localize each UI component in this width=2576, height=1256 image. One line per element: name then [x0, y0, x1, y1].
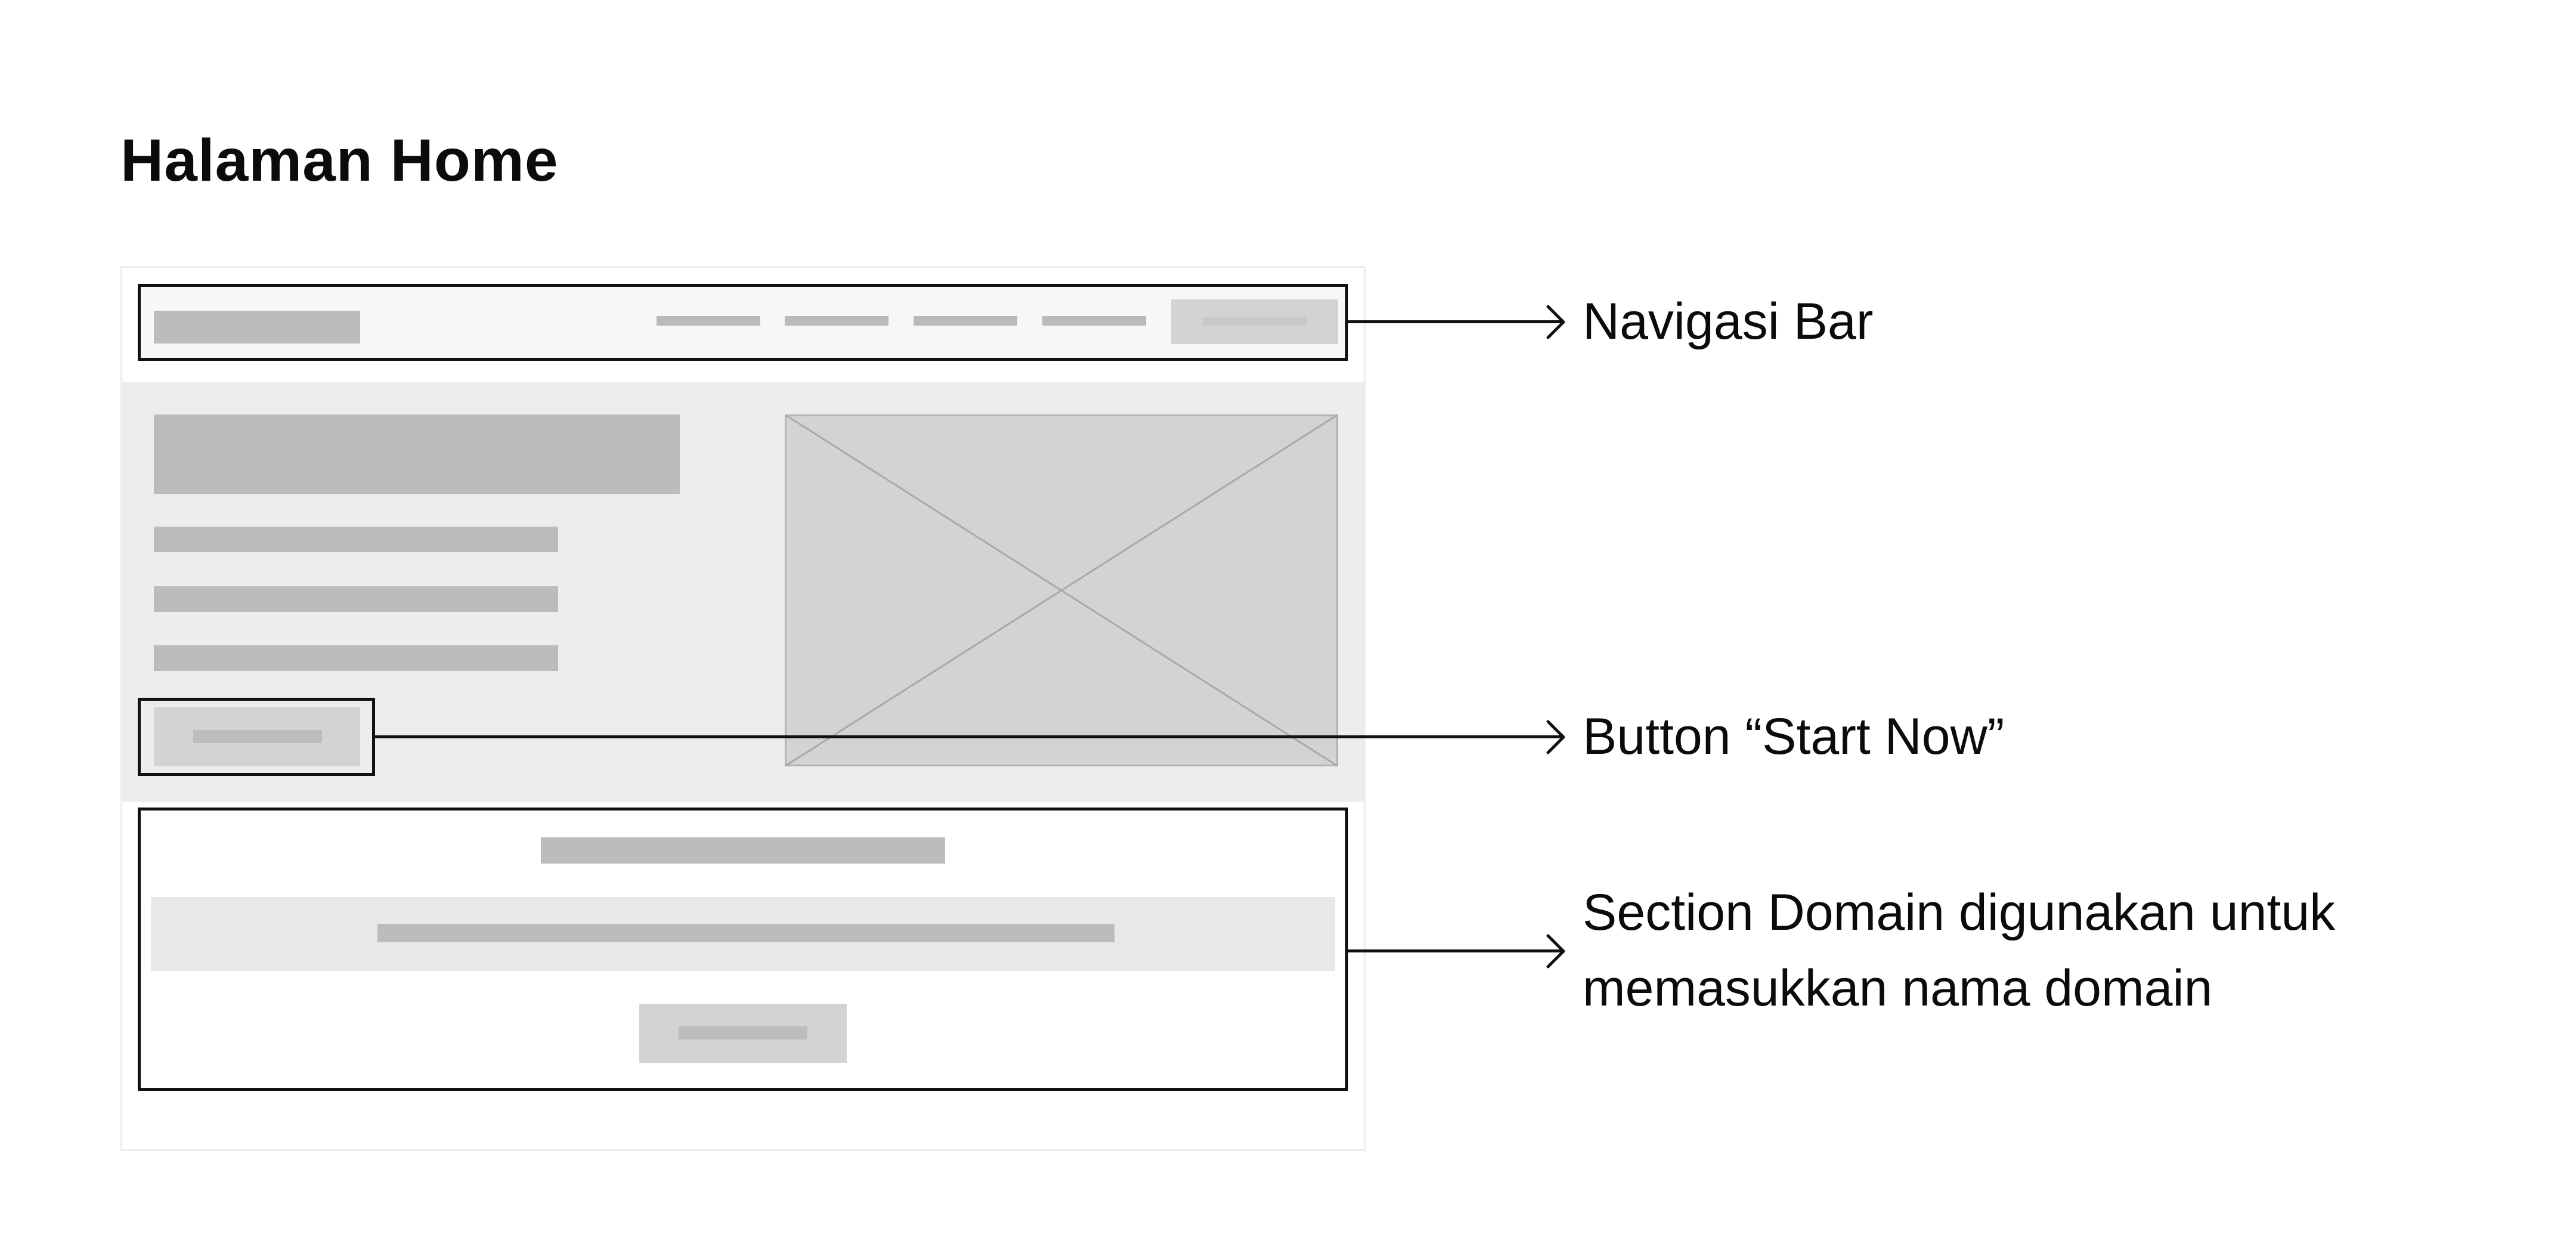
- domain-button-label-placeholder: [679, 1026, 807, 1040]
- cross-image-icon: [785, 414, 1338, 766]
- button-callout-line: [374, 735, 1562, 738]
- hero-heading-placeholder: [154, 414, 680, 494]
- arrow-right-icon: [1546, 934, 1565, 969]
- navbar-logo-placeholder: [154, 311, 360, 344]
- navbar-button-label-placeholder: [1203, 317, 1306, 326]
- domain-heading-placeholder: [541, 837, 945, 864]
- hero-text-line-placeholder: [154, 527, 558, 552]
- arrow-right-icon: [1546, 305, 1565, 339]
- navbar-menu-item-placeholder: [785, 316, 888, 326]
- navbar-highlight-box: [138, 284, 1348, 361]
- page-title: Halaman Home: [120, 127, 559, 194]
- domain-callout-label-line1: Section Domain digunakan untuk: [1583, 884, 2336, 941]
- arrow-right-icon: [1546, 720, 1565, 754]
- hero-text-line-placeholder: [154, 586, 558, 612]
- navbar-callout-label: Navigasi Bar: [1583, 293, 1874, 350]
- navbar-menu-item-placeholder: [1042, 316, 1146, 326]
- start-now-button-label-placeholder: [193, 730, 322, 743]
- domain-callout-line: [1347, 949, 1562, 952]
- navbar-menu-item-placeholder: [657, 316, 760, 326]
- navbar-menu-item-placeholder: [914, 316, 1017, 326]
- domain-callout-label-line2: memasukkan nama domain: [1583, 960, 2213, 1017]
- button-highlight-box: [138, 698, 375, 776]
- navbar-callout-line: [1347, 320, 1562, 323]
- domain-section-highlight-box: [138, 808, 1348, 1091]
- domain-input-text-placeholder: [377, 924, 1114, 942]
- button-callout-label: Button “Start Now”: [1583, 708, 2005, 765]
- hero-text-line-placeholder: [154, 645, 558, 671]
